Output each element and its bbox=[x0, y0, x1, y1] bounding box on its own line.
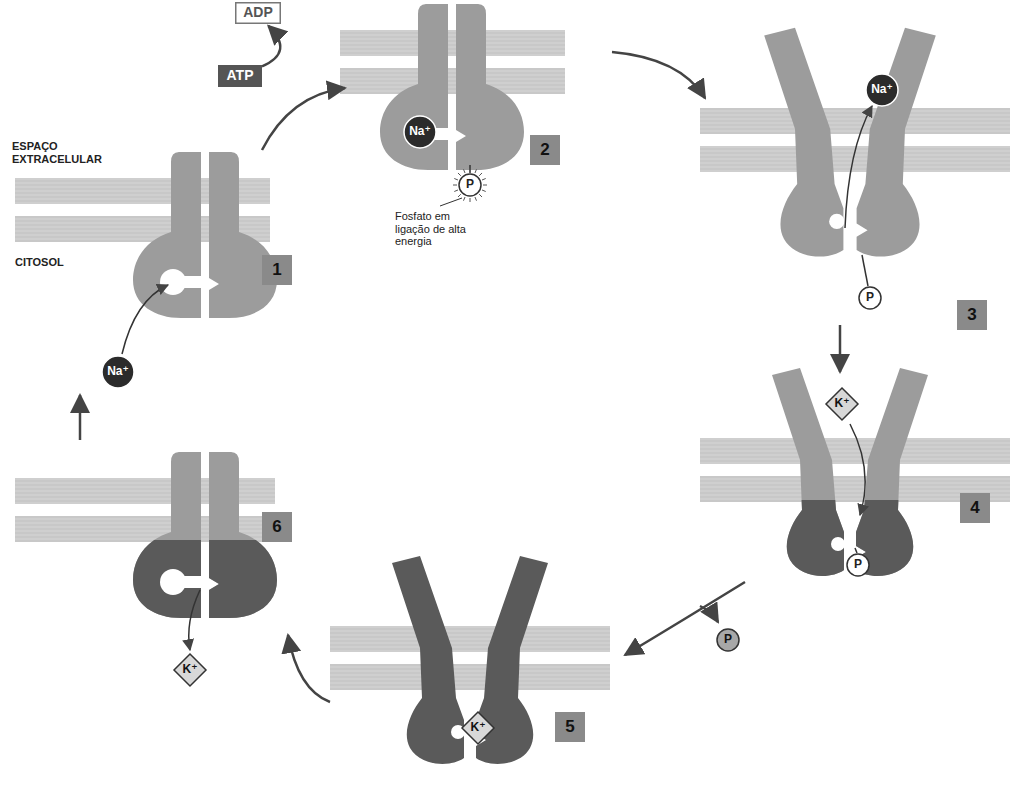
node-text: 3 bbox=[967, 306, 976, 325]
sodium-ion: Na⁺ bbox=[865, 73, 899, 107]
phosphate: P bbox=[716, 628, 740, 652]
step-number: 1 bbox=[262, 255, 292, 285]
product-box: ADP bbox=[235, 2, 281, 24]
pump-protein bbox=[133, 4, 936, 764]
node-text: P bbox=[466, 178, 474, 191]
node-text: K⁺ bbox=[835, 397, 850, 410]
cycle-arrow bbox=[80, 52, 840, 702]
node-text: 2 bbox=[540, 141, 549, 160]
step-number: 3 bbox=[957, 300, 987, 330]
reactant-box: ATP bbox=[218, 65, 262, 87]
ion-arrow bbox=[122, 106, 872, 650]
node-text: P bbox=[724, 633, 732, 646]
node-text: 6 bbox=[272, 518, 281, 537]
potassium-ion: K⁺ bbox=[461, 711, 495, 745]
reaction-arrow bbox=[262, 26, 280, 66]
phosphate: P bbox=[858, 286, 882, 310]
step-number: 2 bbox=[530, 135, 560, 165]
sodium-ion: Na⁺ bbox=[101, 355, 135, 389]
phosphate: P bbox=[458, 173, 482, 197]
step-number: 4 bbox=[960, 493, 990, 523]
step-number: 5 bbox=[555, 712, 585, 742]
node-text: Na⁺ bbox=[409, 125, 431, 138]
sodium-ion: Na⁺ bbox=[403, 115, 437, 149]
step-number: 6 bbox=[262, 512, 292, 542]
node-text: 1 bbox=[272, 261, 281, 280]
node-text: Na⁺ bbox=[871, 83, 893, 96]
node-text: P bbox=[854, 558, 862, 571]
potassium-ion: K⁺ bbox=[825, 387, 859, 421]
node-text: K⁺ bbox=[183, 663, 198, 676]
node-text: ATP bbox=[227, 68, 254, 83]
region-label: ESPAÇO EXTRACELULAR bbox=[12, 140, 112, 165]
node-text: K⁺ bbox=[471, 721, 486, 734]
node-text: Na⁺ bbox=[107, 365, 129, 378]
node-text: ADP bbox=[243, 5, 273, 20]
leader-line bbox=[440, 198, 462, 206]
phosphate: P bbox=[846, 553, 870, 577]
potassium-ion: K⁺ bbox=[173, 653, 207, 687]
node-text: 5 bbox=[565, 718, 574, 737]
node-text: 4 bbox=[970, 499, 979, 518]
phosphate-stem bbox=[470, 165, 868, 553]
node-text: P bbox=[866, 291, 874, 304]
region-label: CITOSOL bbox=[15, 256, 105, 269]
annotation: Fosfato em ligação de alta energia bbox=[395, 210, 479, 248]
